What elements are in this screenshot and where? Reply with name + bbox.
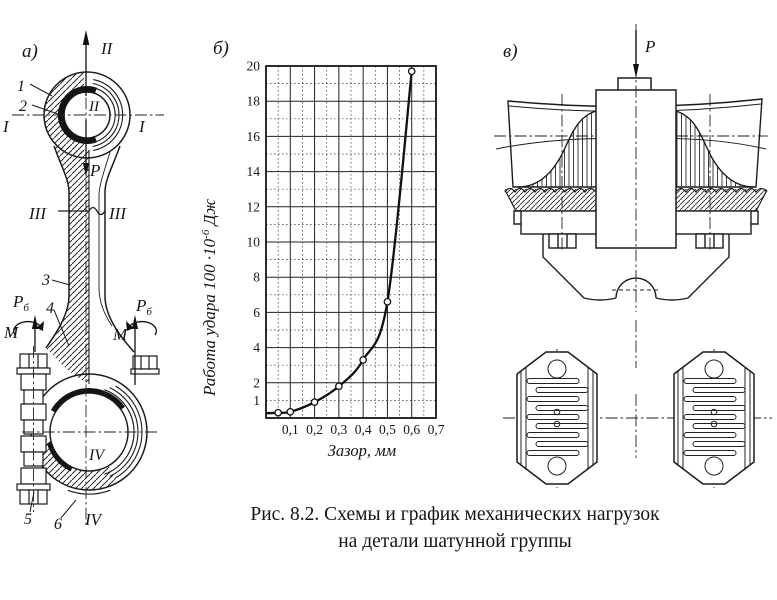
axis-ii-top-label: II bbox=[100, 39, 114, 58]
part-3-label: 3 bbox=[41, 272, 50, 289]
joint-face-strips bbox=[504, 187, 768, 212]
section-i-right-label: I bbox=[138, 117, 146, 136]
panel-v-label: в) bbox=[503, 41, 518, 62]
shell-details bbox=[520, 359, 751, 476]
section-iii-right-label: III bbox=[108, 204, 127, 223]
data-point-marker bbox=[286, 407, 295, 416]
data-point-marker bbox=[359, 356, 367, 364]
y-tick-label: 8 bbox=[253, 270, 260, 285]
force-pb-right-label: Pб bbox=[135, 296, 152, 318]
force-arrows bbox=[12, 30, 158, 385]
x-tick-label: 0,7 bbox=[428, 422, 445, 437]
x-tick-label: 0,1 bbox=[282, 422, 299, 437]
data-point-marker bbox=[335, 382, 343, 391]
bearing-bush-sections bbox=[47, 85, 125, 472]
panel-a-label: а) bbox=[22, 41, 38, 62]
lower-bracket bbox=[542, 234, 730, 301]
data-point-marker bbox=[310, 398, 319, 407]
section-iii-left-label: III bbox=[28, 204, 47, 223]
y-tick-label: 6 bbox=[253, 305, 260, 320]
y-tick-label: 1 bbox=[253, 393, 260, 408]
force-p-label: P bbox=[89, 161, 100, 180]
force-pb-left-label: Pб bbox=[12, 292, 29, 314]
chart-x-axis-label: Зазор, мм bbox=[328, 441, 397, 460]
moment-arrow-left bbox=[12, 320, 42, 336]
panel-b-label: б) bbox=[213, 38, 229, 59]
cap-bolt-right bbox=[695, 233, 724, 249]
part-5-label: 5 bbox=[24, 511, 32, 528]
axis-ii-center-label: II bbox=[88, 99, 100, 115]
y-tick-label: 20 bbox=[247, 59, 261, 74]
data-point-marker bbox=[383, 297, 392, 306]
rod-centerlines bbox=[12, 36, 164, 524]
y-tick-label: 10 bbox=[247, 235, 261, 250]
shell-slots-left bbox=[526, 378, 589, 456]
figure-caption: Рис. 8.2. Схемы и график механических на… bbox=[150, 501, 760, 555]
moment-arrow-right bbox=[128, 320, 158, 336]
part-1-label: 1 bbox=[17, 78, 25, 95]
section-iv-inner-label: IV bbox=[88, 447, 106, 464]
rod-bolt bbox=[16, 353, 160, 505]
y-tick-label: 2 bbox=[253, 375, 260, 390]
y-tick-label: 16 bbox=[247, 129, 261, 144]
y-tick-label: 14 bbox=[247, 164, 261, 179]
section-i-left-label: I bbox=[2, 117, 10, 136]
x-tick-label: 0,3 bbox=[330, 422, 347, 437]
x-tick-label: 0,4 bbox=[355, 422, 372, 437]
moment-m-right-label: M bbox=[112, 325, 128, 344]
y-tick-label: 18 bbox=[247, 94, 261, 109]
force-p-label-v: P bbox=[644, 37, 655, 56]
part-6-label: 6 bbox=[54, 516, 62, 533]
caption-line-2: на детали шатунной группы bbox=[338, 531, 572, 552]
moment-m-left-label: M bbox=[3, 323, 19, 342]
x-tick-label: 0,6 bbox=[403, 422, 420, 437]
section-iv-bottom-label: IV bbox=[84, 510, 104, 529]
connecting-rod-drawing: а) II II I I 1 2 3 4 5 6 III III IV IV P… bbox=[2, 30, 164, 533]
y-tick-label: 4 bbox=[253, 340, 260, 355]
leader-lines bbox=[29, 83, 77, 519]
y-tick-label: 12 bbox=[247, 199, 261, 214]
x-tick-label: 0,5 bbox=[379, 422, 396, 437]
pressure-distribution bbox=[517, 110, 755, 188]
shell-slots-right bbox=[683, 378, 746, 456]
section-marks bbox=[58, 206, 106, 216]
force-p-arrow bbox=[633, 30, 639, 78]
chart-y-axis-label: Работа удара 100 ·10-6 Дж bbox=[200, 199, 219, 397]
caption-line-1: Рис. 8.2. Схемы и график механических на… bbox=[250, 504, 660, 525]
data-point-marker bbox=[407, 67, 416, 76]
part-4-label: 4 bbox=[46, 300, 54, 317]
x-tick-label: 0,2 bbox=[306, 422, 323, 437]
part-2-label: 2 bbox=[19, 98, 27, 115]
bearing-load-drawing: в) P bbox=[494, 24, 772, 488]
bearing-cap bbox=[513, 210, 759, 249]
cap-bolt-left bbox=[548, 233, 577, 249]
data-point-marker bbox=[274, 408, 282, 417]
